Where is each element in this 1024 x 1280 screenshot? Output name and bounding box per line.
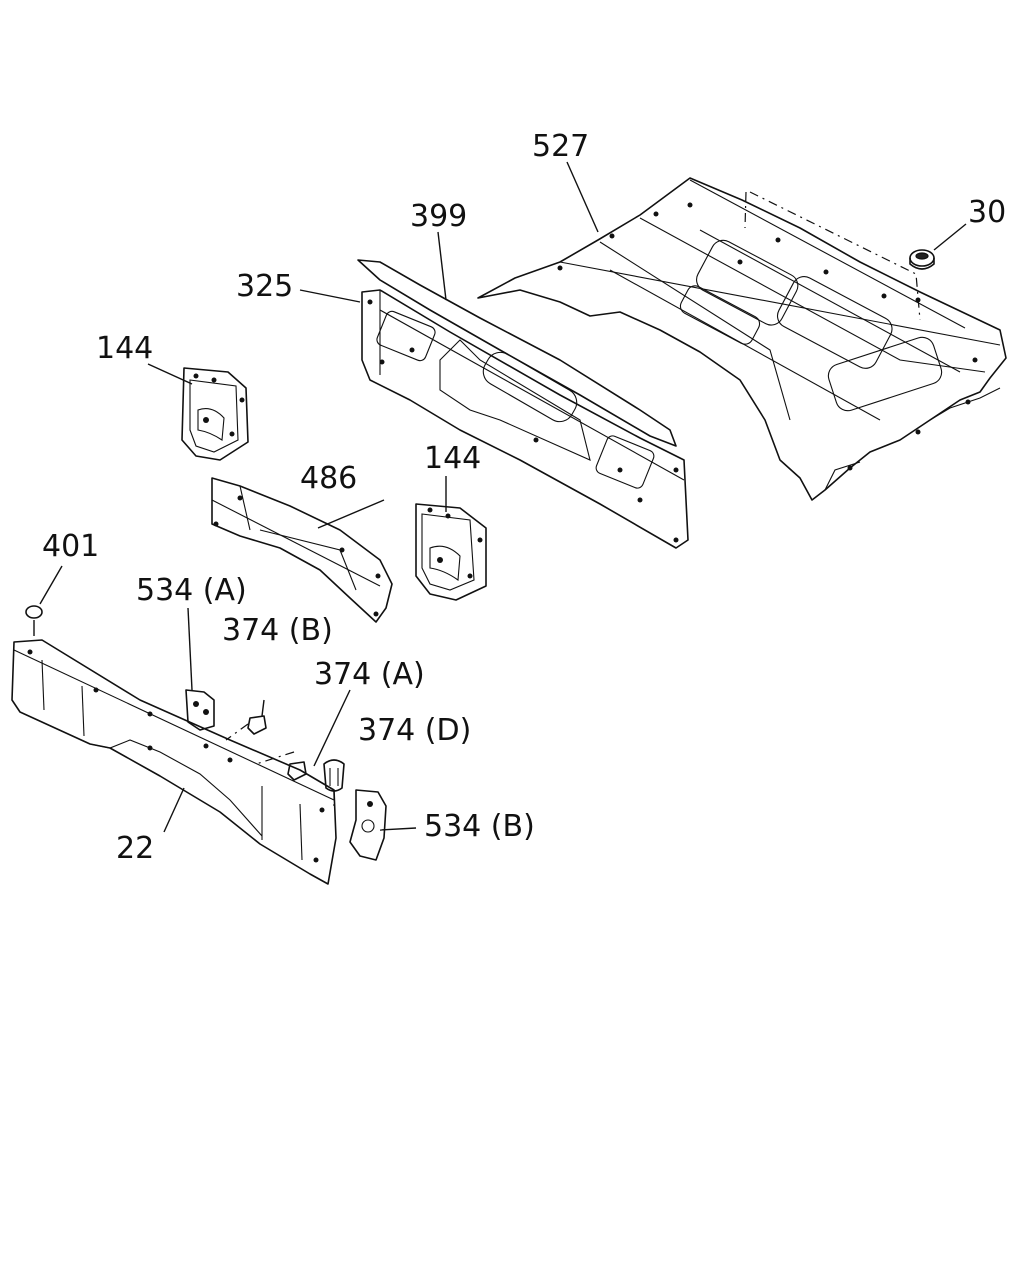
- callout-30: 30: [968, 195, 1006, 230]
- callout-374d: 374 (D): [358, 713, 471, 748]
- callout-401: 401: [42, 529, 99, 564]
- callout-486: 486: [300, 461, 357, 496]
- pin-374d: [323, 759, 345, 810]
- rail-486: [211, 477, 393, 623]
- floor-panel-527: [477, 177, 1007, 501]
- callout-325: 325: [236, 269, 293, 304]
- leader-lines: [39, 161, 967, 833]
- cross-panel-325: [361, 289, 689, 549]
- bracket-144-center: [415, 503, 487, 601]
- callout-374b: 374 (B): [222, 613, 333, 648]
- plug-30: [909, 249, 935, 270]
- callout-labels: 527 30 399 325 144 486 144 401 534 (A) 3…: [42, 129, 1006, 866]
- strip-399: [357, 259, 677, 447]
- clip-374b: [225, 699, 267, 741]
- callout-144-left: 144: [96, 331, 153, 366]
- callout-534a: 534 (A): [136, 573, 247, 608]
- clip-374a: [255, 751, 307, 781]
- bracket-534b: [349, 789, 387, 861]
- callout-22: 22: [116, 831, 154, 866]
- cross-member-22: [11, 639, 337, 885]
- callout-399: 399: [410, 199, 467, 234]
- grommet-401: [25, 605, 43, 636]
- callout-527: 527: [532, 129, 589, 164]
- callout-534b: 534 (B): [424, 809, 535, 844]
- callout-144-center: 144: [424, 441, 481, 476]
- bracket-534a: [185, 689, 215, 731]
- bracket-144-left: [181, 367, 249, 461]
- callout-374a: 374 (A): [314, 657, 425, 692]
